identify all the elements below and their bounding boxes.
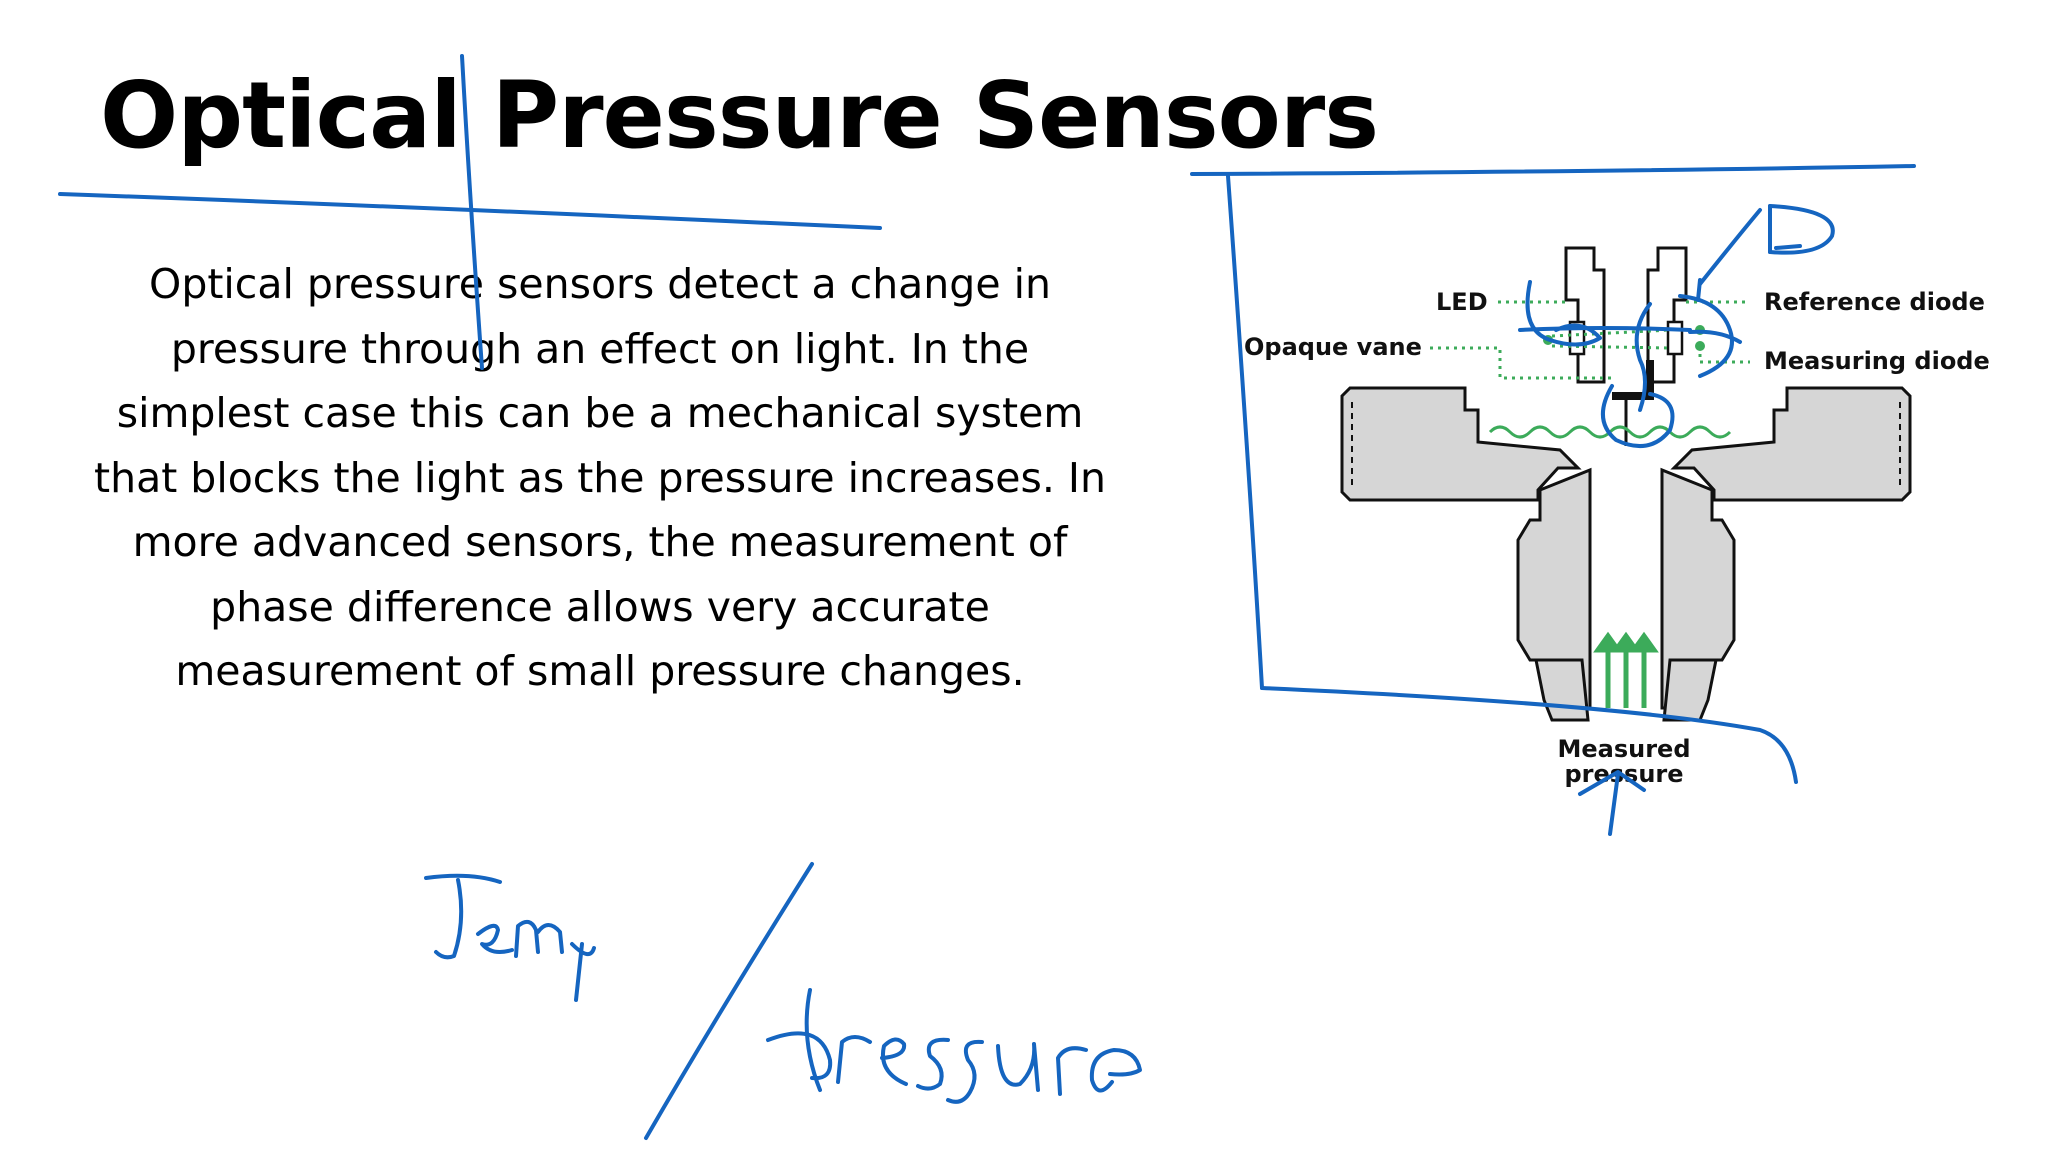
ink-stroke (1768, 204, 1835, 255)
ink-stroke (1688, 329, 1742, 344)
ink-stroke (58, 192, 882, 230)
ink-stroke (996, 1042, 1040, 1092)
sensor-body (1340, 246, 1912, 722)
body-line: simplest case this can be a mechanical s… (116, 389, 1084, 437)
label-opaque-vane: Opaque vane (1244, 333, 1422, 361)
ink-stroke (1578, 770, 1646, 796)
ink-stroke (1525, 280, 1602, 347)
ink-stroke (1089, 1048, 1142, 1093)
body-line: more advanced sensors, the measurement o… (132, 518, 1068, 566)
body-line: that blocks the light as the pressure in… (94, 453, 1106, 502)
ink-stroke (946, 1039, 984, 1104)
ink-stroke (836, 1035, 872, 1084)
ink-stroke (570, 942, 596, 1002)
ink-stroke (1056, 1046, 1088, 1096)
ink-stroke (644, 862, 814, 1140)
ink-stroke (804, 988, 822, 1092)
label-measuring-diode: Measuring diode (1764, 347, 1990, 375)
body-line: measurement of small pressure changes. (175, 647, 1025, 695)
pressure-arrows (1593, 631, 1659, 708)
ink-stroke (514, 919, 564, 958)
ink-stroke (424, 873, 502, 884)
ink-stroke (476, 923, 514, 954)
ink-stroke (1600, 384, 1675, 448)
ink-stroke (1190, 164, 1916, 176)
ink-stroke (1678, 294, 1734, 378)
ink-stroke (1226, 174, 1264, 690)
ink-stroke (1774, 244, 1802, 250)
ink-stroke (460, 54, 484, 370)
ink-stroke (766, 1031, 833, 1081)
slide-title: Optical Pressure Sensors (100, 62, 1379, 169)
leader-lines (1430, 300, 1750, 380)
ink-stroke (1634, 302, 1652, 412)
body-line: pressure through an effect on light. In … (170, 324, 1030, 373)
body-paragraph: Optical pressure sensors detect a change… (40, 252, 1160, 704)
label-led: LED (1436, 288, 1488, 316)
ink-stroke (434, 878, 464, 960)
ink-stroke (1260, 686, 1798, 784)
ink-stroke (1518, 326, 1692, 332)
body-line: Optical pressure sensors detect a change… (149, 260, 1051, 308)
label-measured-pressure-1: Measured (1557, 735, 1690, 763)
ink-stroke (1608, 772, 1620, 836)
ink-stroke (880, 1037, 908, 1086)
ink-stroke (1698, 208, 1762, 286)
ink-stroke (916, 1037, 950, 1091)
body-line: phase difference allows very accurate (210, 582, 990, 631)
label-reference-diode: Reference diode (1764, 288, 1985, 316)
